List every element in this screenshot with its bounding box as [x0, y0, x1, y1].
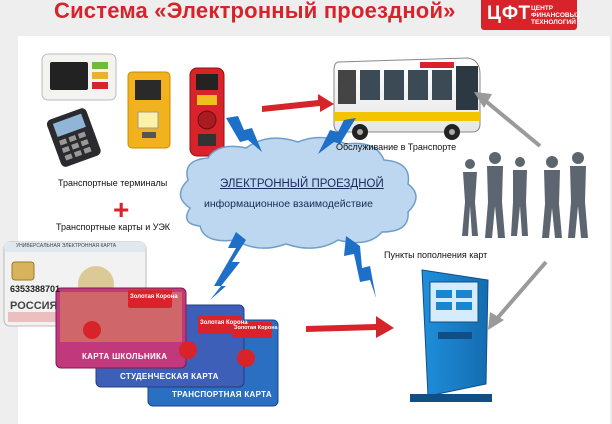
transport-card-caption: ТРАНСПОРТНАЯ КАРТА: [172, 390, 272, 399]
terminals-label: Транспортные терминалы: [58, 178, 168, 188]
cloud-shape: [179, 136, 417, 249]
uek-card-header: УНИВЕРСАЛЬНАЯ ЭЛЕКТРОННАЯ КАРТА: [16, 243, 117, 249]
arrow-diagonal-icon-up: [480, 96, 542, 148]
plus-icon: +: [113, 194, 130, 225]
lightning-bolts: [210, 116, 376, 300]
gray-arrows: [480, 96, 548, 324]
logo-sub-line2: ФИНАНСОВЫХ: [531, 12, 581, 19]
arrow-right-icon-top: [262, 94, 334, 112]
cards-label: Транспортные карты и УЭК: [56, 222, 171, 232]
lightning-icon-bottomleft: [210, 232, 246, 300]
logo-subtitle: ЦЕНТР ФИНАНСОВЫХ ТЕХНОЛОГИЙ: [531, 5, 580, 26]
cloud-subtitle: информационное взаимодействие: [204, 198, 373, 210]
arrow-diagonal-icon-down: [492, 260, 548, 324]
uek-card-number: 6353388701: [10, 284, 61, 294]
lightning-icon-topleft: [226, 116, 262, 152]
school-card-caption: КАРТА ШКОЛЬНИКА: [82, 352, 168, 361]
lightning-icon-topright: [318, 118, 356, 154]
handheld-terminal-icon: [189, 67, 225, 157]
logo-sub-line1: ЦЕНТР: [531, 5, 554, 12]
bus-icon: [333, 57, 481, 140]
people-silhouettes-icon: [462, 152, 588, 238]
transport-service-label: Обслуживание в Транспорте: [336, 142, 457, 152]
logo-main-text: ЦФТ: [487, 3, 531, 24]
card-brand-label-2: Золотая Корона: [200, 320, 248, 326]
validator-terminal-icon: [41, 53, 117, 101]
kiosk-terminal-icon: [410, 269, 492, 402]
arrow-right-icon-bottom: [306, 316, 394, 338]
uek-card-country: РОССИЯ: [10, 300, 58, 312]
cloud-title: ЭЛЕКТРОННЫЙ ПРОЕЗДНОЙ: [220, 178, 384, 190]
slide-title: Система «Электронный проездной»: [54, 0, 456, 23]
topup-points-label: Пункты пополнения карт: [384, 250, 488, 260]
student-card-caption: СТУДЕНЧЕСКАЯ КАРТА: [120, 372, 219, 381]
lightning-icon-bottomright: [344, 236, 376, 298]
yellow-validator-icon: [127, 71, 171, 149]
pos-terminal-icon: [46, 108, 101, 167]
red-arrows: [262, 94, 394, 338]
card-brand-label: Золотая Корона: [130, 294, 178, 300]
company-logo: ЦФТ ЦЕНТР ФИНАНСОВЫХ ТЕХНОЛОГИЙ: [481, 0, 580, 30]
logo-sub-line3: ТЕХНОЛОГИЙ: [531, 19, 576, 26]
card-brand-label-3: Золотая Корона: [234, 325, 278, 331]
card-stack: [55, 287, 279, 407]
